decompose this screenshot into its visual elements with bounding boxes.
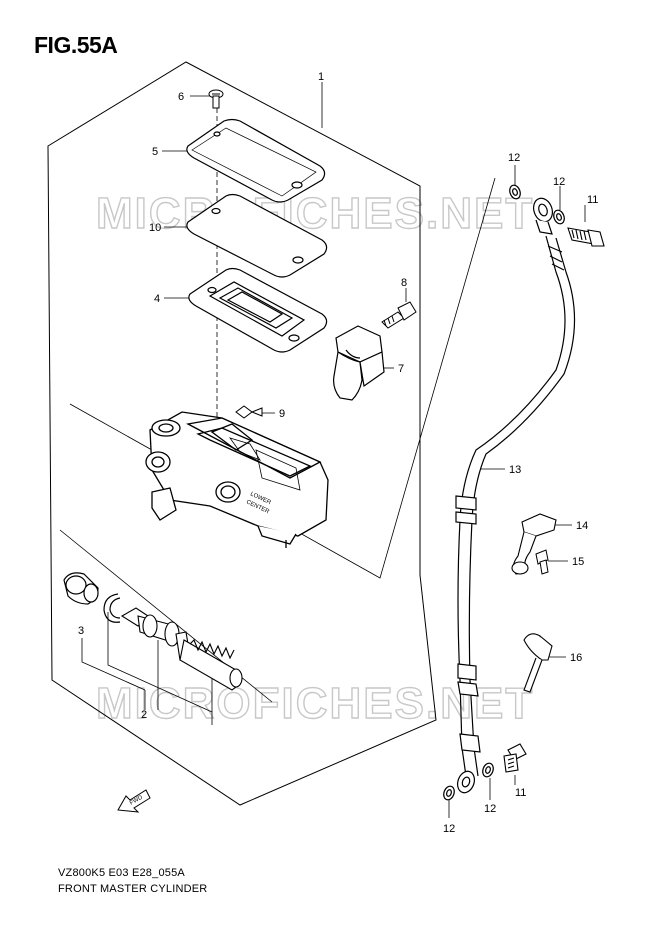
circlip	[103, 593, 121, 623]
diaphragm-part-4	[188, 267, 328, 353]
hose-clamp-part-14	[511, 513, 557, 575]
callout-10: 10	[149, 222, 161, 234]
figure-title: FIG.55A	[34, 32, 118, 58]
piston-set-part-2	[120, 607, 243, 691]
callout-14: 14	[576, 520, 588, 532]
banjo-bolt-bottom-11	[503, 743, 527, 773]
callout-3: 3	[78, 625, 84, 637]
callout-6: 6	[178, 91, 184, 103]
callout-16: 16	[570, 652, 582, 664]
banjo-fitting-top	[532, 197, 554, 235]
master-cylinder-body	[145, 411, 329, 548]
callout-4: 4	[154, 293, 160, 305]
banjo-bolt-top-11	[567, 227, 605, 247]
plate-part-10	[186, 193, 328, 278]
callout-12-top-left: 12	[508, 152, 520, 164]
screw-part-9	[235, 405, 263, 419]
callout-12-bottom-left: 12	[443, 823, 455, 835]
callout-5: 5	[152, 146, 158, 158]
watermark-top: MICROFICHES.NET	[96, 189, 534, 238]
washer-bottom-12d	[443, 785, 455, 801]
callout-1: 1	[318, 71, 324, 83]
clamp-part-7	[333, 325, 385, 401]
washer-top-12a	[509, 184, 521, 200]
callout-8: 8	[401, 277, 407, 289]
bolt-part-15	[535, 549, 549, 575]
hose-clamp-part-16	[523, 633, 553, 693]
callout-11-bottom: 11	[515, 787, 526, 799]
callout-2: 2	[141, 709, 147, 721]
callout-13: 13	[509, 464, 521, 476]
callout-7: 7	[398, 363, 404, 375]
washer-bottom-12c	[482, 762, 494, 778]
assembly-outline	[47, 61, 437, 806]
callout-9: 9	[279, 408, 285, 420]
callouts: 1 2 3 4 5 6 7 8 9 10 11 11 12 12 12 12 1…	[78, 71, 598, 835]
callout-11-top: 11	[587, 194, 598, 206]
fwd-arrow-icon	[117, 789, 151, 813]
boot-part-3	[63, 572, 99, 605]
brake-hose-part-13	[455, 235, 576, 777]
washer-top-12b	[553, 209, 565, 225]
banjo-fitting-bottom	[456, 770, 476, 794]
callout-15: 15	[572, 556, 584, 568]
callout-12-top-right: 12	[553, 176, 565, 188]
footer-diagram-code: VZ800K5 E03 E28_055A	[58, 867, 185, 879]
footer-diagram-name: FRONT MASTER CYLINDER	[58, 883, 208, 895]
screw-part-6	[208, 89, 224, 109]
callout-12-bottom-right: 12	[484, 803, 496, 815]
bolt-part-8	[381, 301, 417, 329]
reservoir-cap-part-5	[186, 118, 326, 203]
